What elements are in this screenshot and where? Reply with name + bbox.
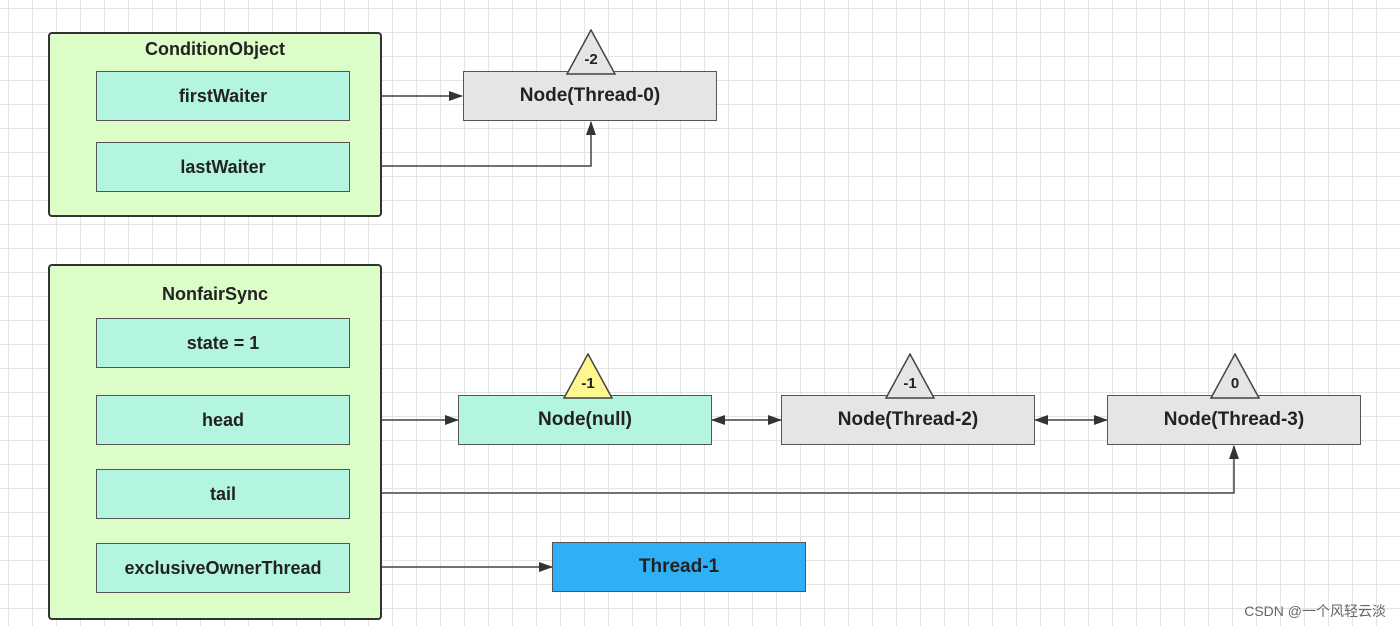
wait-status-label: 0 [1230,375,1240,392]
node-thread-2: Node(Thread-2) [781,395,1035,445]
triangle-icon [1210,353,1260,399]
wait-status-label: -2 [584,51,598,68]
exclusive-owner-thread-field: exclusiveOwnerThread [96,543,350,593]
nonfair-sync-title: NonfairSync [161,284,269,304]
wait-status-badge-thread-3: 0 [1210,353,1260,399]
edge-tail-thread3 [350,445,1239,498]
wait-status-label: -1 [903,375,917,392]
head-field: head [96,395,350,445]
state-field: state = 1 [96,318,350,368]
triangle-icon [563,353,613,399]
watermark: CSDN @一个风轻云淡 [1244,603,1386,619]
wait-status-badge-thread-2: -1 [885,353,935,399]
edge-lastwaiter-to-thread0 [349,121,596,167]
node-thread-1: Thread-1 [552,542,806,592]
node-thread-3: Node(Thread-3) [1107,395,1361,445]
wait-status-label: -1 [581,375,595,392]
first-waiter-field: firstWaiter [96,71,350,121]
last-waiter-field: lastWaiter [96,142,350,192]
triangle-icon [885,353,935,399]
triangle-icon [566,29,616,75]
condition-object-title: ConditionObject [145,39,285,59]
wait-status-badge-null: -1 [563,353,613,399]
tail-field: tail [96,469,350,519]
wait-status-badge-thread-0: -2 [566,29,616,75]
node-thread-0: Node(Thread-0) [463,71,717,121]
node-null: Node(null) [458,395,712,445]
